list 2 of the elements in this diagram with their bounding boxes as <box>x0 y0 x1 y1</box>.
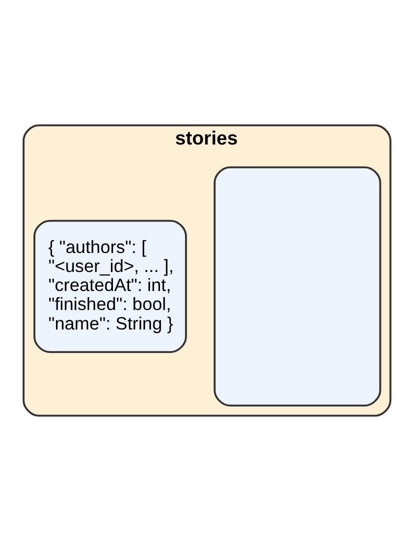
node-box <box>214 166 382 406</box>
node-box: { "authors": [ "<user_id>, ... ], "createdAt": int, "finished": bool, "name": String } <box>33 219 187 352</box>
